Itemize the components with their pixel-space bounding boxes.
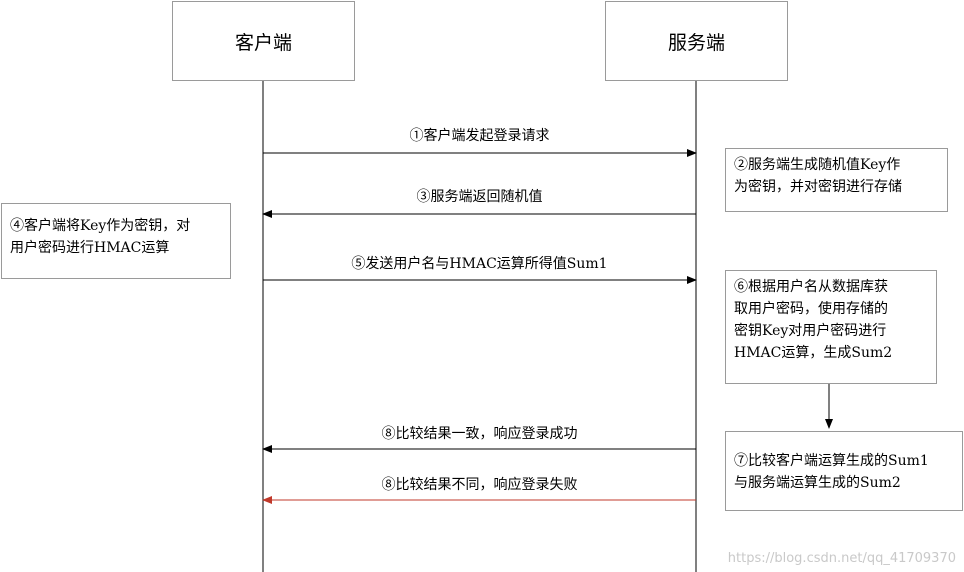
- note-step4: ④客户端将Key作为密钥，对 用户密码进行HMAC运算: [1, 203, 231, 279]
- note-step7-line-2: 与服务端运算生成的Sum2: [734, 475, 901, 491]
- message-8-success-label: ⑧比较结果一致，响应登录成功: [381, 426, 578, 442]
- message-3-label: ③服务端返回随机值: [416, 189, 543, 205]
- note-step4-line-1: ④客户端将Key作为密钥，对: [10, 218, 191, 234]
- note-step6-line-2: 取用户密码，使用存储的: [734, 301, 888, 317]
- note-step6-line-4: HMAC运算，生成Sum2: [734, 345, 893, 361]
- server-actor-box: 服务端: [605, 1, 788, 81]
- note-step2: ②服务端生成随机值Key作 为密钥，并对密钥进行存储: [725, 148, 948, 212]
- message-1-label: ①客户端发起登录请求: [409, 128, 550, 144]
- note-step4-line-2: 用户密码进行HMAC运算: [10, 240, 170, 256]
- note-step6-line-3: 密钥Key对用户密码进行: [734, 323, 887, 339]
- note-step7-line-1: ⑦比较客户端运算生成的Sum1: [734, 453, 929, 469]
- note-step2-line-1: ②服务端生成随机值Key作: [734, 157, 901, 173]
- message-8-failure-label: ⑧比较结果不同，响应登录失败: [381, 477, 578, 493]
- note-step2-line-2: 为密钥，并对密钥进行存储: [734, 179, 902, 195]
- note-step7: ⑦比较客户端运算生成的Sum1 与服务端运算生成的Sum2: [725, 431, 963, 511]
- message-5-label: ⑤发送用户名与HMAC运算所得值Sum1: [351, 256, 608, 272]
- client-actor-label: 客户端: [234, 31, 292, 54]
- note-step6-line-1: ⑥根据用户名从数据库获: [734, 279, 888, 295]
- server-actor-label: 服务端: [667, 31, 725, 54]
- note-step6: ⑥根据用户名从数据库获 取用户密码，使用存储的 密钥Key对用户密码进行 HMA…: [725, 270, 937, 384]
- watermark: https://blog.csdn.net/qq_41709370: [727, 551, 956, 566]
- client-actor-box: 客户端: [172, 1, 355, 81]
